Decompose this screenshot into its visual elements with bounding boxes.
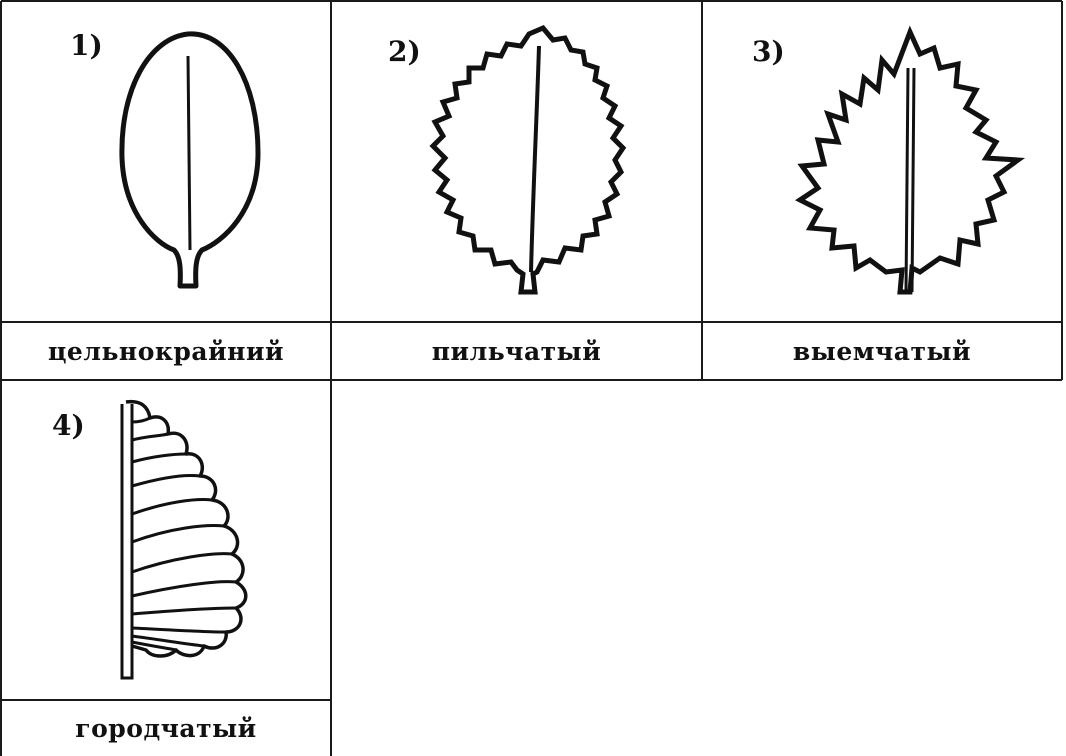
caption-4: городчатый (1, 701, 331, 756)
item-number-1: 1) (70, 32, 103, 60)
serrate-leaf-icon (425, 22, 645, 300)
item-number-2: 2) (388, 38, 421, 66)
caption-1: цельнокрайний (1, 323, 331, 380)
entire-leaf-icon (110, 28, 280, 298)
item-number-3: 3) (752, 38, 785, 66)
item-number-4: 4) (52, 412, 85, 440)
crenate-leaf-icon (110, 396, 270, 686)
caption-2: пильчатый (331, 323, 702, 380)
sinuate-leaf-icon (790, 24, 1022, 300)
caption-3: выемчатый (702, 323, 1062, 380)
